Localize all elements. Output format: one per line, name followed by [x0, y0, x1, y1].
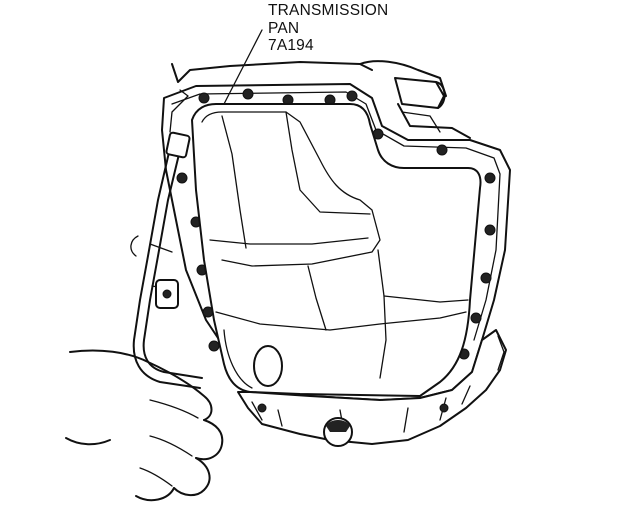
transmission-case — [169, 60, 471, 139]
hand-illustration — [65, 349, 224, 502]
bolt — [257, 403, 267, 413]
bolt — [484, 224, 496, 236]
bolt — [176, 172, 188, 184]
bolt — [208, 340, 220, 352]
bolt — [436, 144, 448, 156]
bolt — [470, 312, 482, 324]
bolt — [198, 92, 210, 104]
callout-line-1: TRANSMISSION — [268, 2, 389, 19]
pan-bolts — [176, 88, 496, 360]
callout-line-2: PAN — [268, 19, 300, 37]
callout-leader-line — [223, 29, 263, 105]
transmission-pan — [191, 103, 482, 397]
bolt — [346, 90, 358, 102]
transmission-pan-callout: TRANSMISSION PAN 7A194 — [268, 2, 388, 55]
bolt — [484, 172, 496, 184]
callout-line-3: 7A194 — [268, 37, 314, 54]
bolt — [480, 272, 492, 284]
pan-lower-flange — [237, 329, 507, 447]
dipstick-tube — [130, 131, 203, 389]
pan-oval-boss — [253, 345, 283, 387]
bolt — [242, 88, 254, 100]
bolt — [439, 403, 449, 413]
